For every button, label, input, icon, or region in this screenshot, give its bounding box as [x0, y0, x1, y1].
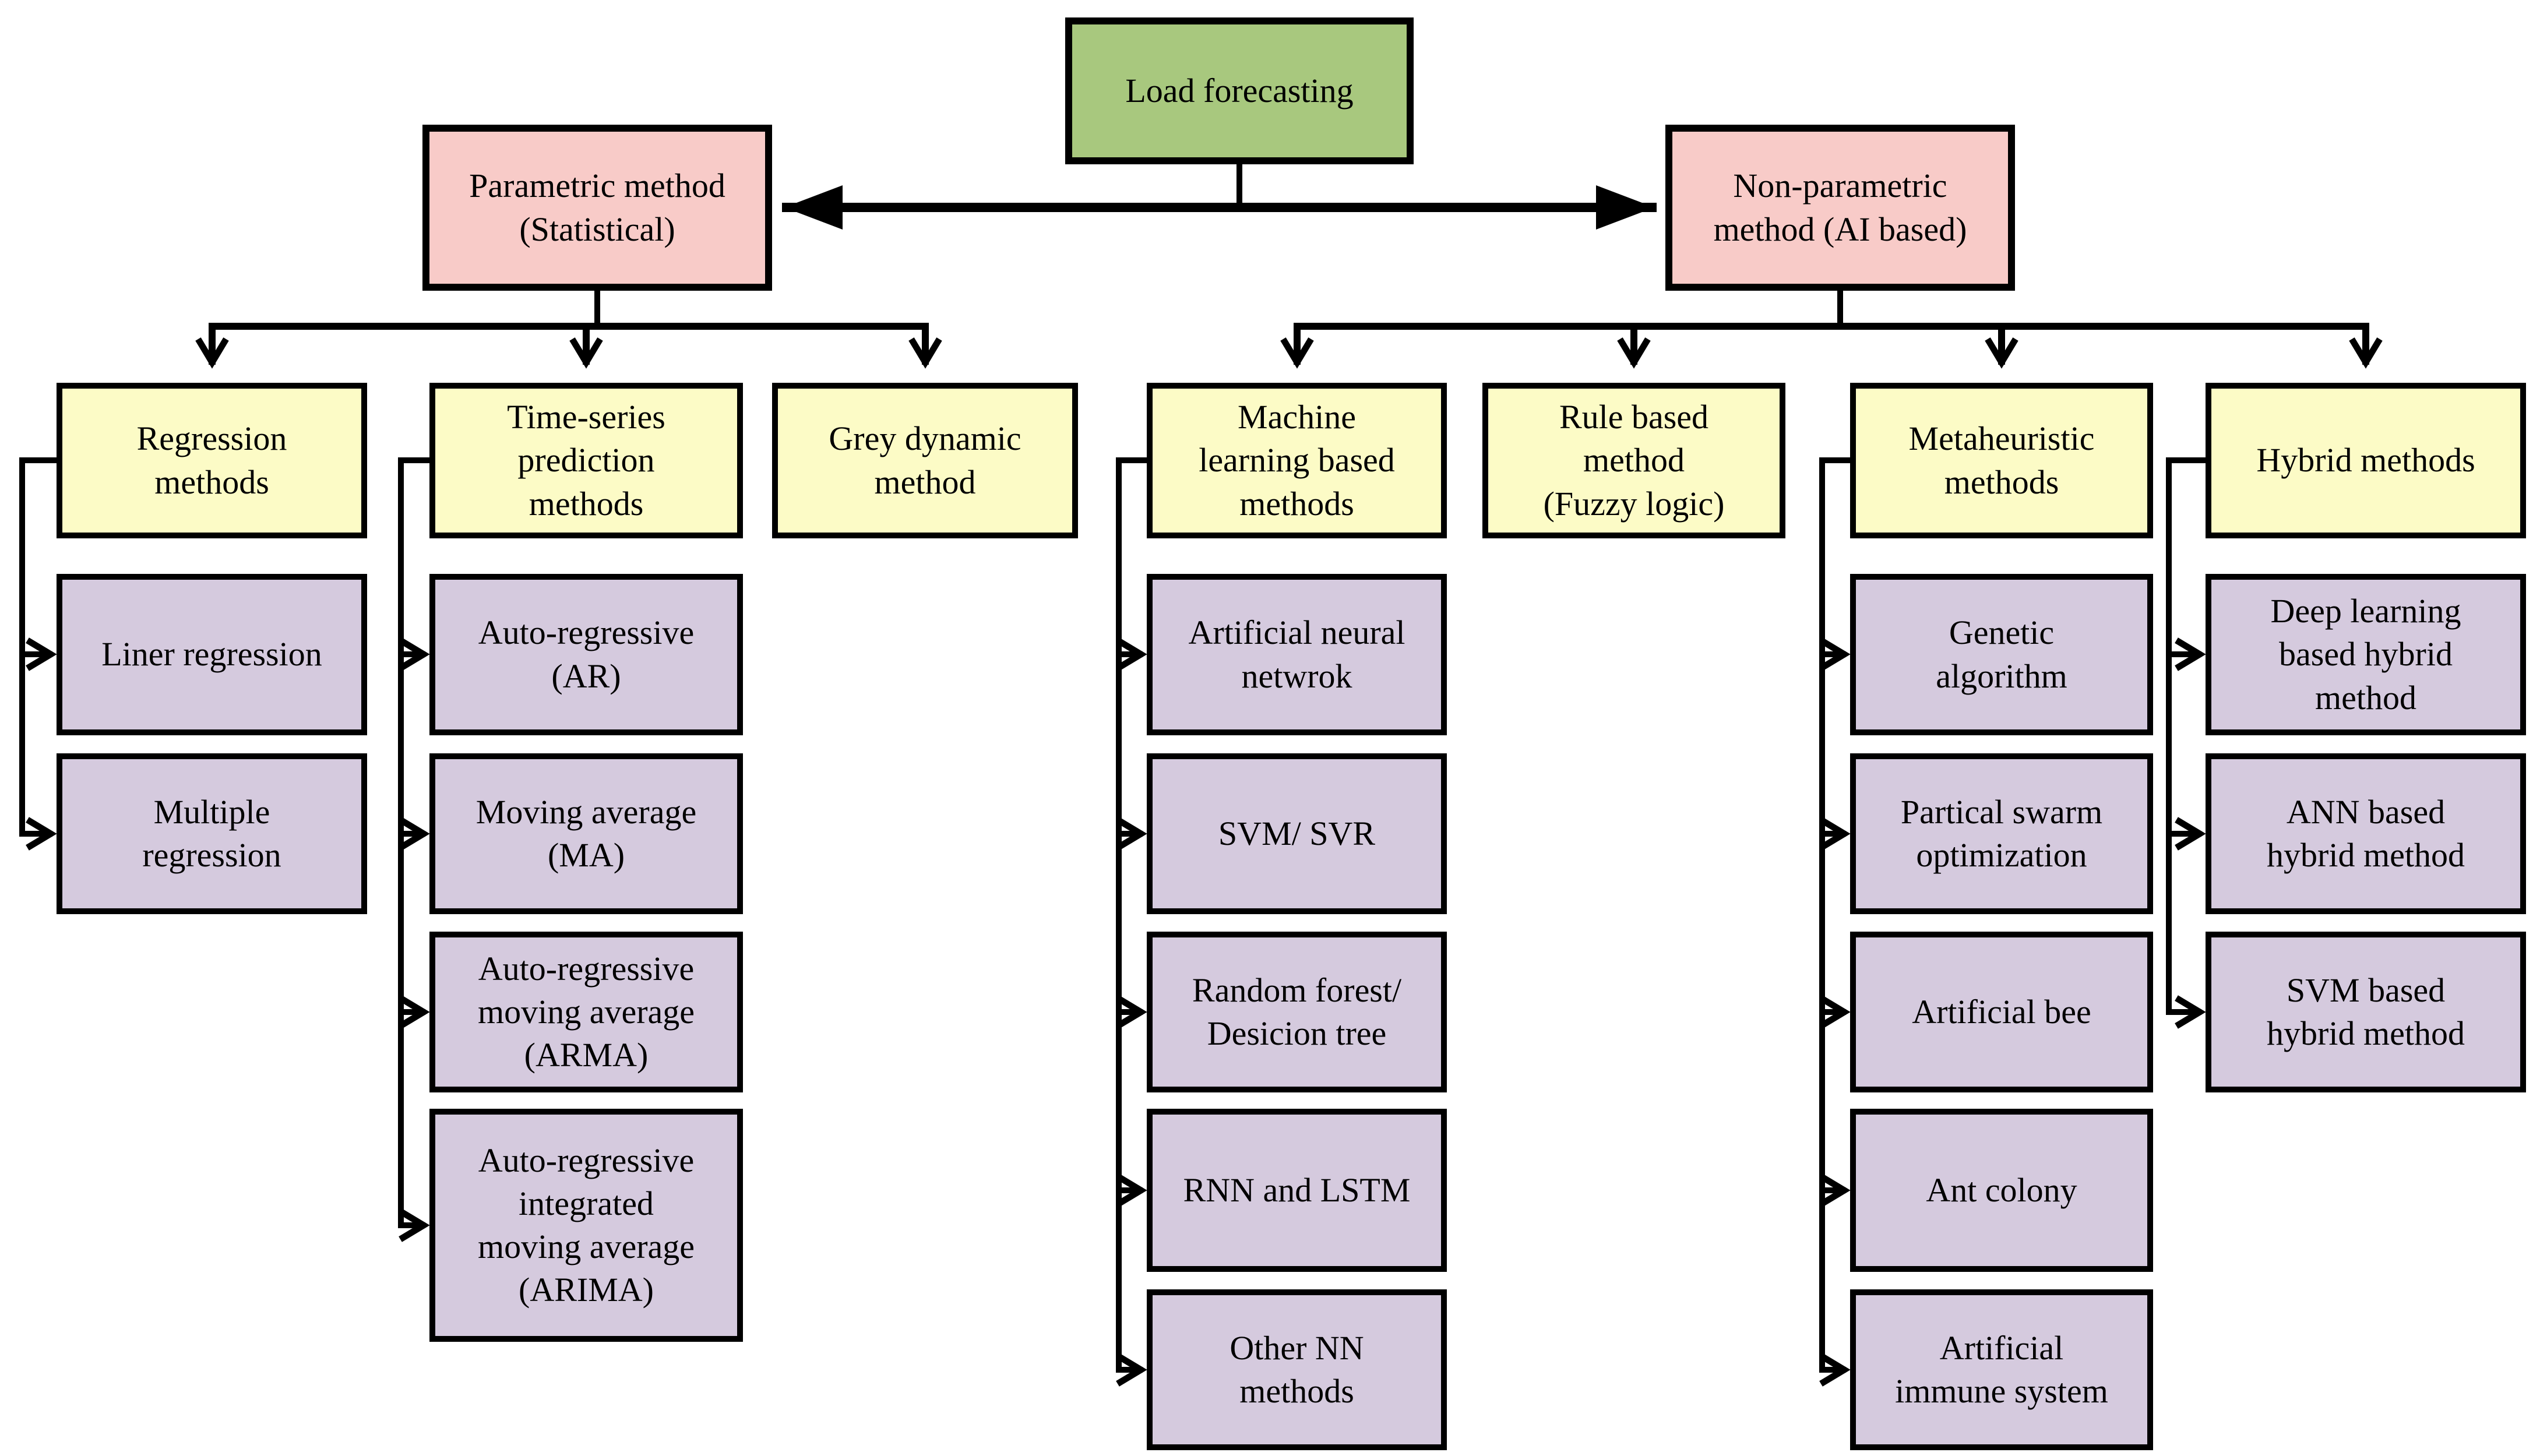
node-ann-hybrid-label: ANN based hybrid method: [2267, 792, 2465, 874]
node-arma: Auto-regressive moving average (ARMA): [429, 932, 743, 1092]
node-svm-svr: SVM/ SVR: [1147, 753, 1447, 914]
connector-timeseries-children: [398, 457, 432, 1242]
node-genetic-algorithm-label: Genetic algorithm: [1936, 614, 2067, 695]
node-liner-regression: Liner regression: [57, 574, 367, 735]
node-ant-colony: Ant colony: [1850, 1109, 2153, 1272]
node-artificial-neural-network-label: Artificial neural netwrok: [1188, 614, 1405, 695]
node-timeseries-methods: Time-series prediction methods: [429, 383, 743, 538]
node-regression-methods-label: Regression methods: [136, 419, 287, 501]
node-other-nn-methods: Other NN methods: [1147, 1289, 1447, 1450]
node-parametric-method-label: Parametric method (Statistical): [469, 167, 725, 248]
node-arima: Auto-regressive integrated moving averag…: [429, 1109, 743, 1342]
connector-ml-children: [1116, 457, 1150, 1387]
connector-hybrid-children: [2166, 457, 2208, 1029]
node-hybrid-methods-label: Hybrid methods: [2256, 441, 2475, 480]
connector-root-to-branches: [782, 161, 1657, 230]
node-svm-svr-label: SVM/ SVR: [1218, 814, 1376, 852]
node-rnn-lstm-label: RNN and LSTM: [1183, 1171, 1411, 1209]
node-rule-based-method-label: Rule based method (Fuzzy logic): [1543, 398, 1725, 523]
node-parametric-method: Parametric method (Statistical): [422, 125, 772, 291]
node-deep-learning-hybrid-label: Deep learning based hybrid method: [2270, 592, 2461, 717]
node-load-forecasting: Load forecasting: [1065, 17, 1414, 164]
node-timeseries-methods-label: Time-series prediction methods: [507, 398, 665, 523]
node-particle-swarm-optimization: Partical swarm optimization: [1850, 753, 2153, 914]
node-multiple-regression: Multiple regression: [57, 753, 367, 914]
node-artificial-bee: Artificial bee: [1850, 932, 2153, 1092]
node-metaheuristic-methods-label: Metaheuristic methods: [1908, 419, 2095, 501]
node-arima-label: Auto-regressive integrated moving averag…: [477, 1141, 695, 1309]
node-load-forecasting-label: Load forecasting: [1125, 71, 1354, 110]
node-artificial-neural-network: Artificial neural netwrok: [1147, 574, 1447, 735]
node-multiple-regression-label: Multiple regression: [142, 792, 281, 874]
node-machine-learning-methods-label: Machine learning based methods: [1199, 398, 1395, 523]
node-arma-label: Auto-regressive moving average (ARMA): [477, 949, 695, 1074]
node-particle-swarm-optimization-label: Partical swarm optimization: [1900, 792, 2103, 874]
node-rnn-lstm: RNN and LSTM: [1147, 1109, 1447, 1272]
node-ann-hybrid: ANN based hybrid method: [2206, 753, 2526, 914]
node-svm-hybrid: SVM based hybrid method: [2206, 932, 2526, 1092]
node-rule-based-method: Rule based method (Fuzzy logic): [1482, 383, 1785, 538]
node-nonparametric-method-label: Non-parametric method (AI based): [1713, 167, 1967, 248]
connector-parametric-distribution: [195, 288, 942, 369]
node-deep-learning-hybrid: Deep learning based hybrid method: [2206, 574, 2526, 735]
node-other-nn-methods-label: Other NN methods: [1230, 1328, 1364, 1410]
node-artificial-immune-system-label: Artificial immune system: [1895, 1328, 2108, 1410]
node-grey-dynamic-method-label: Grey dynamic method: [829, 419, 1021, 501]
connector-regression-children: [19, 457, 59, 851]
node-metaheuristic-methods: Metaheuristic methods: [1850, 383, 2153, 538]
connector-nonparametric-distribution: [1280, 288, 2383, 369]
node-genetic-algorithm: Genetic algorithm: [1850, 574, 2153, 735]
node-random-forest-decision-tree-label: Random forest/ Desicion tree: [1192, 971, 1402, 1052]
node-auto-regressive-label: Auto-regressive (AR): [478, 614, 695, 695]
node-grey-dynamic-method: Grey dynamic method: [772, 383, 1078, 538]
node-machine-learning-methods: Machine learning based methods: [1147, 383, 1447, 538]
node-artificial-immune-system: Artificial immune system: [1850, 1289, 2153, 1450]
connector-meta-children: [1819, 457, 1853, 1387]
node-hybrid-methods: Hybrid methods: [2206, 383, 2526, 538]
node-liner-regression-label: Liner regression: [101, 635, 322, 674]
node-random-forest-decision-tree: Random forest/ Desicion tree: [1147, 932, 1447, 1092]
node-ant-colony-label: Ant colony: [1926, 1171, 2077, 1209]
node-auto-regressive: Auto-regressive (AR): [429, 574, 743, 735]
node-svm-hybrid-label: SVM based hybrid method: [2267, 971, 2465, 1052]
node-moving-average: Moving average (MA): [429, 753, 743, 914]
node-artificial-bee-label: Artificial bee: [1912, 992, 2091, 1031]
node-regression-methods: Regression methods: [57, 383, 367, 538]
node-nonparametric-method: Non-parametric method (AI based): [1665, 125, 2015, 291]
node-moving-average-label: Moving average (MA): [475, 792, 697, 874]
